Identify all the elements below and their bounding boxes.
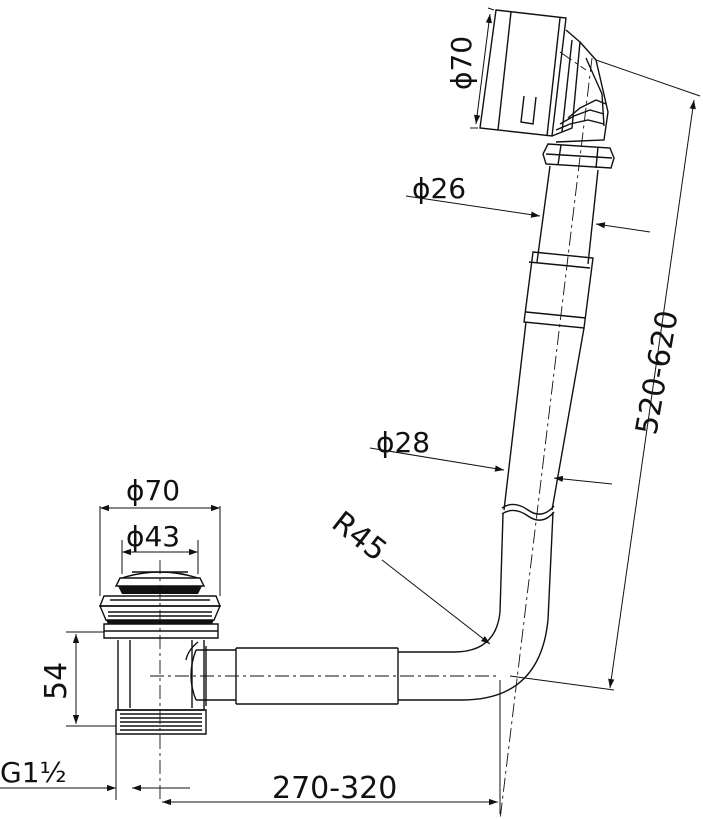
length-range-label: 270-320 xyxy=(272,771,397,806)
tube-diameter-upper-label: ϕ26 xyxy=(412,172,466,205)
tube-diameter-lower-label: ϕ28 xyxy=(376,426,430,459)
dimension-lines xyxy=(0,7,701,814)
tube xyxy=(185,165,599,706)
nut xyxy=(542,143,615,169)
drain-height-label: 54 xyxy=(39,662,74,700)
center-lines xyxy=(150,51,593,819)
inlet-diameter-label: ϕ70 xyxy=(445,36,478,90)
height-range-label: 520-620 xyxy=(629,308,685,438)
overflow-inlet xyxy=(479,9,609,143)
drain-inner-diameter-label: ϕ43 xyxy=(126,520,180,553)
bend-radius-label: R45 xyxy=(325,505,393,569)
drain-outer-diameter-label: ϕ70 xyxy=(126,474,180,507)
thread-label: G1½ xyxy=(0,756,67,789)
